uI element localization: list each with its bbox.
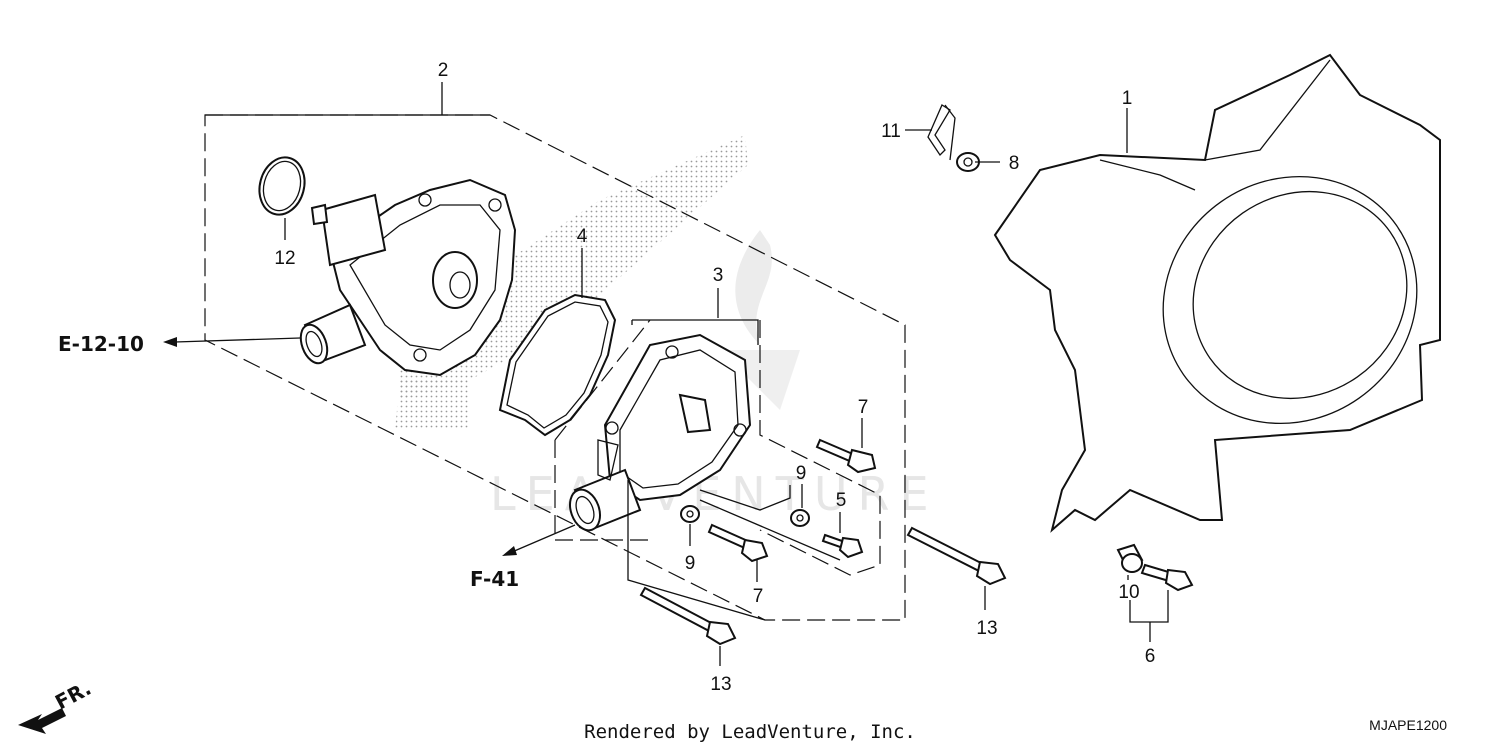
bolt-6	[1140, 563, 1194, 592]
group-outline-3	[554, 319, 881, 621]
water-pump-2	[299, 178, 517, 377]
bolt-13-right	[906, 526, 1007, 586]
front-direction-indicator: FR.	[18, 676, 95, 734]
callout-11[interactable]: 11	[881, 121, 901, 142]
washer-9-right	[790, 509, 810, 527]
o-ring-12	[258, 156, 306, 216]
bolt-5	[821, 533, 864, 559]
bolt-7-lower	[707, 523, 769, 563]
front-label: FR.	[51, 676, 95, 715]
clip-11	[927, 104, 956, 161]
callout-7-lower[interactable]: 7	[753, 586, 764, 607]
callout-2[interactable]: 2	[438, 60, 449, 81]
leader-lines	[284, 82, 1169, 666]
callout-9-left[interactable]: 9	[685, 553, 696, 574]
washer-9-left	[680, 505, 700, 523]
callout-3[interactable]: 3	[713, 265, 724, 286]
callout-5[interactable]: 5	[836, 490, 847, 511]
gasket-4	[498, 293, 617, 437]
watermark-text: LEADVENTURE	[490, 467, 939, 521]
callout-7-upper[interactable]: 7	[858, 397, 869, 418]
callout-1[interactable]: 1	[1122, 88, 1133, 109]
reference-f-arrow	[502, 524, 576, 556]
callout-4[interactable]: 4	[577, 226, 588, 247]
callout-8[interactable]: 8	[1009, 153, 1020, 174]
callout-9-right[interactable]: 9	[796, 463, 807, 484]
callout-12[interactable]: 12	[274, 248, 295, 269]
side-cover-1	[993, 53, 1441, 533]
pump-cover-3	[569, 319, 759, 532]
collar-10	[1116, 543, 1144, 573]
reference-e-12-10[interactable]: E-12-10	[58, 332, 144, 356]
callout-10[interactable]: 10	[1118, 582, 1139, 603]
reference-f-41[interactable]: F-41	[470, 567, 519, 591]
bolt-7-upper	[815, 438, 877, 474]
callout-13-right[interactable]: 13	[976, 618, 997, 639]
callout-13-left[interactable]: 13	[710, 674, 731, 695]
bolt-13-left	[639, 586, 737, 646]
reference-e-arrow	[163, 337, 301, 347]
diagram-code: MJAPE1200	[1369, 717, 1447, 733]
footer-credit: Rendered by LeadVenture, Inc.	[584, 721, 916, 743]
callout-6[interactable]: 6	[1145, 646, 1156, 667]
front-arrow-icon	[18, 708, 66, 734]
